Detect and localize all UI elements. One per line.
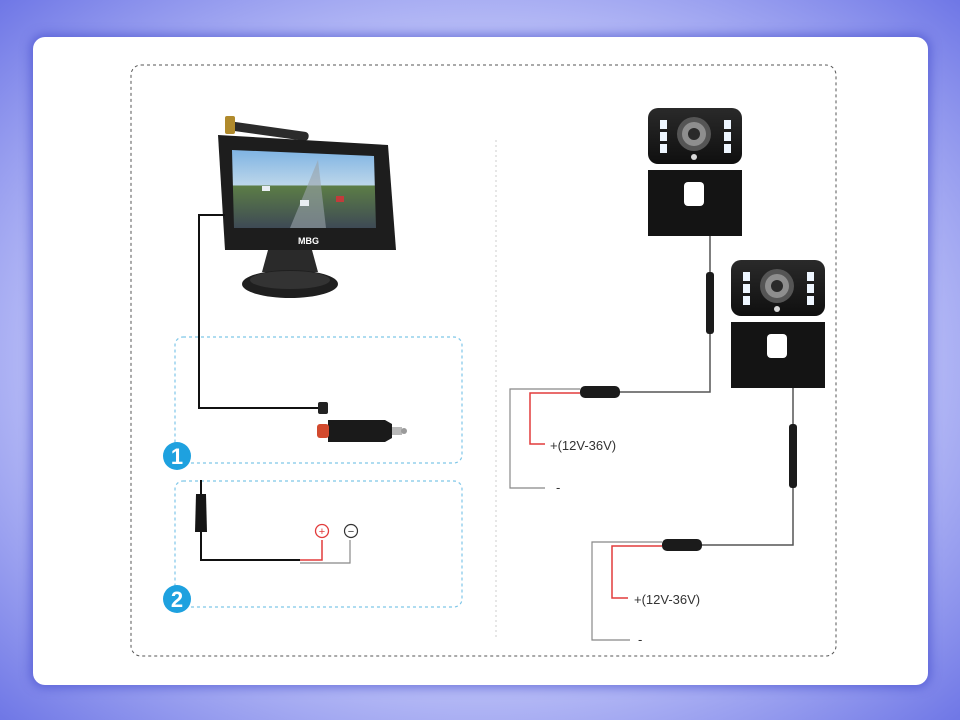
negative-terminal-symbol: −: [348, 526, 354, 538]
monitor: MBG: [218, 116, 396, 298]
camera-1-voltage-label: +(12V-36V): [550, 438, 616, 453]
monitor-logo: MBG: [298, 236, 319, 246]
camera-2-power-plug: [662, 539, 702, 551]
camera-2-cable: [702, 388, 794, 546]
camera-2: [731, 260, 825, 388]
camera-2-ground-wire: [591, 541, 662, 641]
camera-1-connector: [706, 272, 714, 334]
camera-1-cable: [616, 236, 711, 393]
outer-dashed-frame: [130, 64, 837, 657]
option-box-1: [174, 336, 463, 464]
camera-2-ground-label: -: [638, 632, 642, 647]
cigarette-plug: [317, 402, 407, 442]
camera-2-connector: [789, 424, 797, 488]
monitor-cable: [198, 214, 318, 409]
step-badge-2: [163, 585, 191, 613]
step-badge-1: [163, 442, 191, 470]
step-number-2: 2: [171, 587, 183, 612]
positive-terminal-symbol: +: [319, 526, 325, 538]
camera-1-power-plug: [580, 386, 620, 398]
camera-1-positive-wire: [529, 392, 580, 445]
hardwire-kit: + −: [195, 480, 359, 564]
step-number-1: 1: [171, 444, 183, 469]
camera-2-voltage-label: +(12V-36V): [634, 592, 700, 607]
camera-1: [648, 108, 742, 236]
option-box-2: [174, 480, 463, 608]
camera-1-ground-wire: [509, 388, 580, 489]
camera-1-ground-label: -: [556, 480, 560, 495]
camera-2-positive-wire: [611, 545, 662, 599]
